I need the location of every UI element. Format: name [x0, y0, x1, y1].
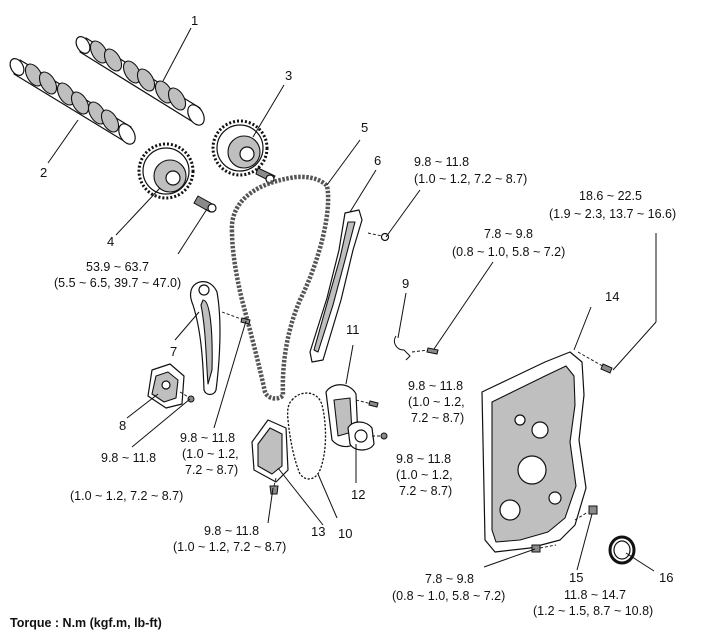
label-1: 1: [191, 13, 198, 28]
torque-bottom-detail: (0.8 ~ 1.0, 5.8 ~ 7.2): [392, 589, 505, 603]
torque-13-value: 9.8 ~ 11.8: [204, 524, 259, 538]
oil-seal: [608, 535, 636, 565]
camshaft-exhaust: [75, 36, 205, 126]
timing-chain-tensioner: [147, 363, 195, 409]
torque-6-value: 9.8 ~ 11.8: [414, 155, 469, 169]
torque-11-detail-1: (1.0 ~ 1.2,: [408, 395, 465, 409]
bolt-bottom: [531, 544, 557, 553]
torque-12-value: 9.8 ~ 11.8: [396, 452, 451, 466]
cvvt-sprocket-intake: [137, 142, 217, 213]
timing-chain: [229, 174, 331, 401]
oil-pump-chain: [286, 392, 327, 480]
torque-12-detail-1: (1.0 ~ 1.2,: [396, 468, 453, 482]
torque-7-detail-1: (1.0 ~ 1.2,: [182, 447, 239, 461]
timing-chain-guide: [309, 209, 390, 363]
torque-8-value: 9.8 ~ 11.8: [101, 451, 156, 465]
torque-13-detail: (1.0 ~ 1.2, 7.2 ~ 8.7): [173, 540, 286, 554]
bracket-9: [393, 335, 439, 361]
label-10: 10: [338, 526, 352, 541]
camshaft-intake: [9, 58, 136, 145]
torque-unit-note: Torque : N.m (kgf.m, lb-ft): [10, 616, 162, 630]
torque-6-detail: (1.0 ~ 1.2, 7.2 ~ 8.7): [414, 172, 527, 186]
label-12: 12: [351, 487, 365, 502]
label-3: 3: [285, 68, 292, 83]
torque-9-value: 7.8 ~ 9.8: [484, 227, 533, 241]
timing-chain-cover: [481, 351, 613, 553]
torque-7-value: 9.8 ~ 11.8: [180, 431, 235, 445]
part-numbers: 1 2 3 4 5 6 7 8 9 10 11 12 13 14 15 16: [40, 13, 673, 585]
oil-pump-chain-guide: [347, 421, 388, 451]
torque-15-detail: (1.2 ~ 1.5, 8.7 ~ 10.8): [533, 604, 653, 618]
label-13: 13: [311, 524, 325, 539]
label-6: 6: [374, 153, 381, 168]
torque-12-detail-2: 7.2 ~ 8.7): [399, 484, 452, 498]
torque-15-value: 11.8 ~ 14.7: [564, 588, 626, 602]
oil-pump-sprocket-cover: [251, 419, 289, 495]
plug-bolt-15: [574, 505, 598, 521]
label-15: 15: [569, 570, 583, 585]
torque-11-detail-2: 7.2 ~ 8.7): [411, 411, 464, 425]
label-8: 8: [119, 418, 126, 433]
label-2: 2: [40, 165, 47, 180]
label-9: 9: [402, 276, 409, 291]
torque-4-value: 53.9 ~ 63.7: [86, 260, 149, 274]
label-4: 4: [107, 234, 114, 249]
label-5: 5: [361, 120, 368, 135]
label-16: 16: [659, 570, 673, 585]
label-14: 14: [605, 289, 619, 304]
label-11: 11: [346, 322, 360, 337]
torque-4-detail: (5.5 ~ 6.5, 39.7 ~ 47.0): [54, 276, 181, 290]
torque-specs: 9.8 ~ 11.8 (1.0 ~ 1.2, 7.2 ~ 8.7) 18.6 ~…: [54, 155, 676, 618]
torque-8-detail: (1.0 ~ 1.2, 7.2 ~ 8.7): [70, 489, 183, 503]
torque-7-detail-2: 7.2 ~ 8.7): [185, 463, 238, 477]
cvvt-sprocket-exhaust: [211, 119, 276, 184]
torque-bottom-value: 7.8 ~ 9.8: [425, 572, 474, 586]
torque-11-value: 9.8 ~ 11.8: [408, 379, 463, 393]
torque-14-detail: (1.9 ~ 2.3, 13.7 ~ 16.6): [549, 207, 676, 221]
timing-chain-tensioner-arm: [190, 281, 251, 396]
leader-lines: [47, 27, 657, 572]
label-7: 7: [170, 344, 177, 359]
torque-14-value: 18.6 ~ 22.5: [579, 189, 642, 203]
torque-9-detail: (0.8 ~ 1.0, 5.8 ~ 7.2): [452, 245, 565, 259]
